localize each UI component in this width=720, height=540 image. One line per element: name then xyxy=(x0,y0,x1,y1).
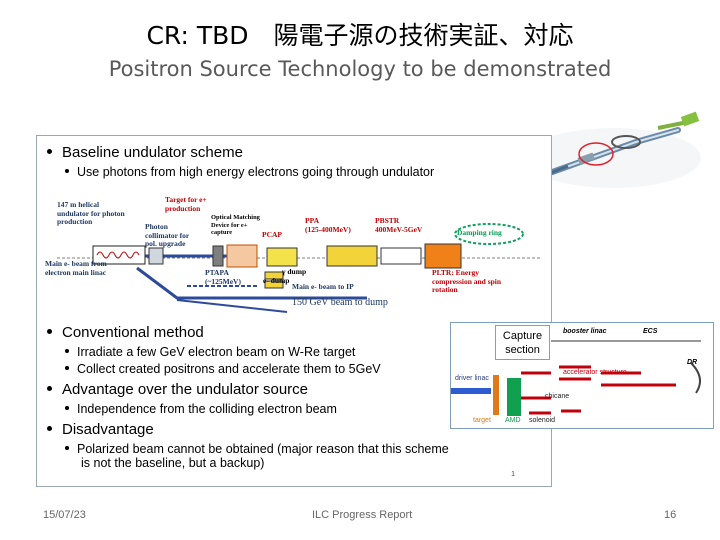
bullet-conventional: Conventional method xyxy=(47,324,204,341)
footer-date: 15/07/23 xyxy=(43,509,86,521)
bullet-advantage: Advantage over the undulator source xyxy=(47,381,308,398)
label-beam-to-dump: 150 GeV beam to dump xyxy=(292,297,388,308)
cs-solenoid: solenoid xyxy=(529,417,556,424)
cs-booster-linac: booster linac xyxy=(563,328,607,335)
capture-section-diagram: booster linac ECS DR driver linac accele… xyxy=(450,322,714,429)
bullet-dot-icon xyxy=(47,425,52,431)
label-photon-collimator: Photon collimator for pol. upgrade xyxy=(145,222,190,248)
label-helical-undulator: 147 m helical undulator for photon produ… xyxy=(57,200,125,226)
page-subtitle: Positron Source Technology to be demonst… xyxy=(108,57,612,81)
bullet-baseline-sub: Use photons from high energy electrons g… xyxy=(65,165,434,179)
label-gamma-dump: γ dump xyxy=(282,267,307,276)
cs-chicane: chicane xyxy=(545,393,570,400)
label-ppa: PPA (125-400MeV) xyxy=(305,216,351,234)
label-pbstr: PBSTR 400MeV-5GeV xyxy=(375,216,423,234)
label-pcap: PCAP xyxy=(262,230,282,239)
bullet-baseline: Baseline undulator scheme xyxy=(47,144,243,161)
capture-section-label: Capture section xyxy=(495,325,550,360)
bullet-dot-icon xyxy=(65,445,69,450)
embedded-slide-number: 1 xyxy=(511,471,515,478)
cs-accelerator-structure: accelerator structure xyxy=(563,369,627,376)
bullet-dot-icon xyxy=(65,348,69,353)
label-e-dump: e- dump xyxy=(263,276,290,285)
bullet-disadvantage-sub: Polarized beam cannot be obtained (major… xyxy=(65,442,449,456)
bullet-conventional-sub-2: Collect created positrons and accelerate… xyxy=(65,362,381,376)
bullet-dot-icon xyxy=(47,385,52,391)
embedded-slide: Baseline undulator scheme Use photons fr… xyxy=(36,135,552,487)
cs-ecs: ECS xyxy=(643,328,658,335)
label-optical-matching: Optical Matching Device for e+ capture xyxy=(211,214,260,236)
capture-section-drawing xyxy=(451,340,701,416)
label-pltr: PLTR: Energy compression and spin rotati… xyxy=(432,268,502,294)
label-main-e-beam-to-ip: Main e- beam to IP xyxy=(292,282,354,291)
bullet-dot-icon xyxy=(65,405,69,410)
cs-driver-linac: driver linac xyxy=(455,375,489,382)
bullet-dot-icon xyxy=(47,328,52,334)
cs-amd: AMD xyxy=(505,417,521,424)
undulator-schematic xyxy=(57,223,542,313)
page-title: CR: TBD 陽電子源の技術実証、対応 xyxy=(146,21,574,50)
bullet-dot-icon xyxy=(65,168,69,173)
bullet-advantage-sub: Independence from the colliding electron… xyxy=(65,402,337,416)
label-damping-ring: Damping ring xyxy=(457,228,502,237)
footer-page-number: 16 xyxy=(664,509,677,521)
bullet-dot-icon xyxy=(47,148,52,154)
cs-dr: DR xyxy=(687,359,698,366)
footer-center: ILC Progress Report xyxy=(312,509,413,521)
cs-target: target xyxy=(473,417,491,424)
bullet-conventional-sub-1: Irradiate a few GeV electron beam on W-R… xyxy=(65,345,355,359)
bullet-dot-icon xyxy=(65,365,69,370)
bullet-disadvantage-sub-cont: is not the baseline, but a backup) xyxy=(81,456,265,470)
label-target: Target for e+ production xyxy=(165,195,207,213)
label-main-e-beam-from: Main e- beam from electron main linac xyxy=(45,259,107,277)
ilc-layout-drawing xyxy=(525,111,701,188)
label-ptapa: PTAPA (~125MeV) xyxy=(205,268,241,286)
bullet-disadvantage: Disadvantage xyxy=(47,421,154,438)
